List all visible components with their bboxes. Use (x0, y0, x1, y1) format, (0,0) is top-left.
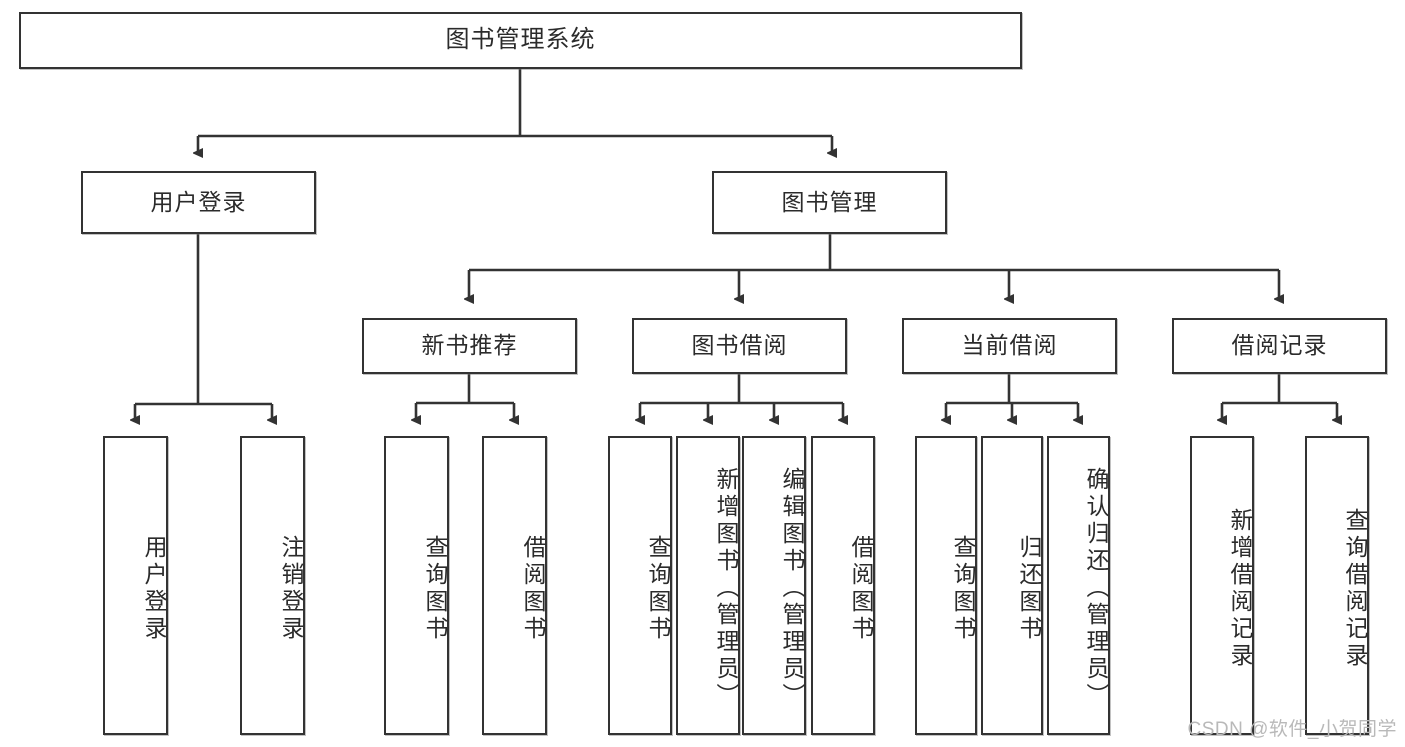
node-book-borrow-label: 图书借阅 (691, 332, 788, 359)
node-leaf-query-borrow-record-label: 查询借阅记录 (1342, 507, 1368, 670)
node-borrow-record-label: 借阅记录 (1231, 332, 1328, 359)
node-leaf-logout-login-label: 注销登录 (278, 534, 304, 643)
node-leaf-add-book[interactable]: 新增图书（管理员） (676, 436, 740, 735)
node-leaf-query-book-current[interactable]: 查询图书 (915, 436, 977, 735)
node-leaf-user-login-label: 用户登录 (141, 534, 167, 643)
node-leaf-query-book-borrow-label: 查询图书 (645, 534, 671, 643)
node-user-login-label: 用户登录 (150, 188, 247, 215)
node-leaf-borrow-book-recommend-label: 借阅图书 (520, 534, 546, 643)
node-leaf-borrow-book-recommend[interactable]: 借阅图书 (482, 436, 547, 735)
node-leaf-return-book-label: 归还图书 (1016, 534, 1042, 643)
node-current-borrow-label: 当前借阅 (961, 332, 1058, 359)
node-current-borrow[interactable]: 当前借阅 (902, 318, 1117, 374)
node-leaf-return-book[interactable]: 归还图书 (981, 436, 1043, 735)
node-leaf-query-book-current-label: 查询图书 (950, 534, 976, 643)
node-leaf-add-borrow-record[interactable]: 新增借阅记录 (1190, 436, 1254, 735)
node-leaf-edit-book-label: 编辑图书（管理员） (779, 467, 805, 710)
node-new-book-recommend-label: 新书推荐 (421, 332, 518, 359)
node-root-label: 图书管理系统 (445, 26, 596, 54)
node-leaf-logout-login[interactable]: 注销登录 (240, 436, 305, 735)
node-leaf-borrow-book[interactable]: 借阅图书 (811, 436, 875, 735)
node-leaf-query-borrow-record[interactable]: 查询借阅记录 (1305, 436, 1369, 735)
node-new-book-recommend[interactable]: 新书推荐 (362, 318, 577, 374)
node-book-management-label: 图书管理 (781, 188, 878, 215)
node-leaf-borrow-book-label: 借阅图书 (848, 534, 874, 643)
node-leaf-add-borrow-record-label: 新增借阅记录 (1227, 507, 1253, 670)
node-leaf-query-book-recommend-label: 查询图书 (422, 534, 448, 643)
node-leaf-edit-book[interactable]: 编辑图书（管理员） (742, 436, 806, 735)
node-leaf-confirm-return[interactable]: 确认归还（管理员） (1047, 436, 1110, 735)
node-user-login[interactable]: 用户登录 (81, 171, 316, 234)
node-leaf-query-book-recommend[interactable]: 查询图书 (384, 436, 449, 735)
node-borrow-record[interactable]: 借阅记录 (1172, 318, 1387, 374)
node-leaf-add-book-label: 新增图书（管理员） (713, 467, 739, 710)
node-book-borrow[interactable]: 图书借阅 (632, 318, 847, 374)
node-leaf-confirm-return-label: 确认归还（管理员） (1083, 467, 1109, 710)
csdn-watermark: CSDN @软件_小贺同学 (1187, 719, 1397, 740)
node-leaf-user-login[interactable]: 用户登录 (103, 436, 168, 735)
node-leaf-query-book-borrow[interactable]: 查询图书 (608, 436, 672, 735)
node-root-book-management-system[interactable]: 图书管理系统 (19, 12, 1022, 69)
node-book-management[interactable]: 图书管理 (712, 171, 947, 234)
